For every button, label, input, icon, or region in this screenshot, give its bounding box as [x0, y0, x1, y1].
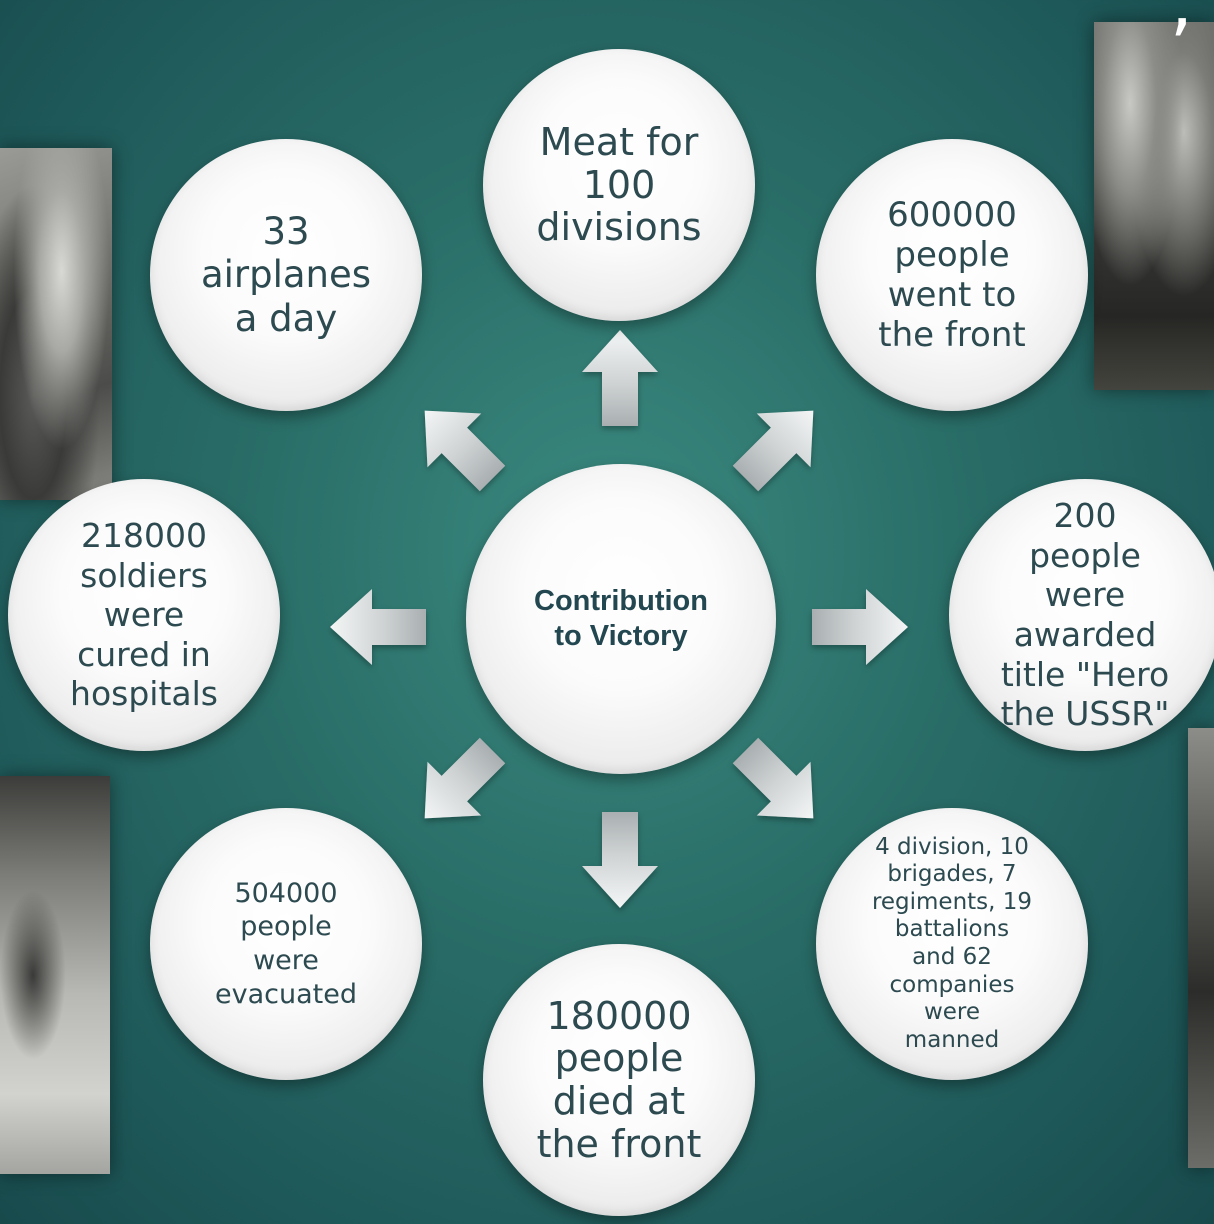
node-text: airplanes	[200, 253, 372, 297]
node-evacuated: 504000 people were evacuated	[150, 808, 422, 1080]
center-label-line1: Contribution	[534, 585, 708, 618]
node-text: people	[1029, 535, 1141, 575]
node-text: regiments, 19	[871, 888, 1033, 915]
node-meat: Meat for 100 divisions	[483, 49, 755, 321]
arrow-down	[582, 812, 658, 908]
node-text: the USSR"	[1000, 694, 1170, 734]
node-text: title "Hero	[1000, 654, 1170, 694]
arrow-left	[330, 589, 426, 665]
node-text: people	[894, 234, 1010, 275]
arrow-up-right	[718, 383, 841, 506]
node-text: 218000	[81, 516, 207, 556]
arrow-down-left	[397, 723, 520, 846]
node-text: were	[923, 999, 981, 1026]
node-text: the front	[878, 315, 1026, 356]
node-text: 200	[1053, 496, 1117, 536]
arrow-right	[812, 589, 908, 665]
photo-battlefield	[0, 776, 110, 1174]
node-text: 100	[582, 162, 656, 207]
node-went-to-front: 600000 people went to the front	[816, 139, 1088, 411]
node-text: people	[554, 1036, 684, 1081]
node-units-manned: 4 division, 10 brigades, 7 regiments, 19…	[816, 808, 1088, 1080]
photo-soldiers-left	[0, 148, 112, 500]
photo-soldiers-right	[1094, 22, 1214, 390]
node-text: 600000	[887, 194, 1017, 235]
node-text: and 62	[912, 944, 992, 970]
node-text: 180000	[546, 993, 692, 1038]
node-text: awarded	[1013, 615, 1157, 654]
node-text: brigades, 7	[887, 861, 1017, 888]
node-text: 4 division, 10	[875, 833, 1029, 860]
arrow-up	[582, 330, 658, 426]
node-text: Meat for	[539, 120, 699, 165]
node-text: a day	[234, 296, 338, 340]
node-text: were	[103, 595, 185, 635]
node-text: hospitals	[70, 674, 218, 714]
node-text: cured in	[77, 634, 211, 674]
node-text: 504000	[234, 877, 338, 909]
title-fragment: ,	[1170, 0, 1193, 44]
node-heroes: 200 people were awarded title "Hero the …	[949, 479, 1214, 751]
node-text: divisions	[536, 205, 702, 250]
node-text: were	[1044, 575, 1126, 615]
node-airplanes: 33 airplanes a day	[150, 139, 422, 411]
photo-edge-right	[1188, 728, 1214, 1168]
node-died: 180000 people died at the front	[483, 944, 755, 1216]
node-text: evacuated	[215, 978, 357, 1010]
node-text: battalions	[894, 916, 1010, 943]
node-text: 33	[262, 209, 310, 253]
node-text: manned	[904, 1026, 1000, 1053]
node-text: were	[253, 945, 319, 976]
arrow-up-left	[397, 383, 520, 506]
node-cured: 218000 soldiers were cured in hospitals	[8, 479, 280, 751]
node-text: people	[240, 911, 332, 943]
center-node: Contribution to Victory	[466, 464, 776, 774]
center-label-line2: to Victory	[554, 620, 688, 652]
node-text: died at	[552, 1079, 686, 1123]
node-text: companies	[889, 971, 1015, 998]
node-text: went to	[887, 275, 1017, 315]
arrow-down-right	[718, 723, 841, 846]
node-text: the front	[536, 1121, 702, 1166]
node-text: soldiers	[80, 555, 208, 595]
